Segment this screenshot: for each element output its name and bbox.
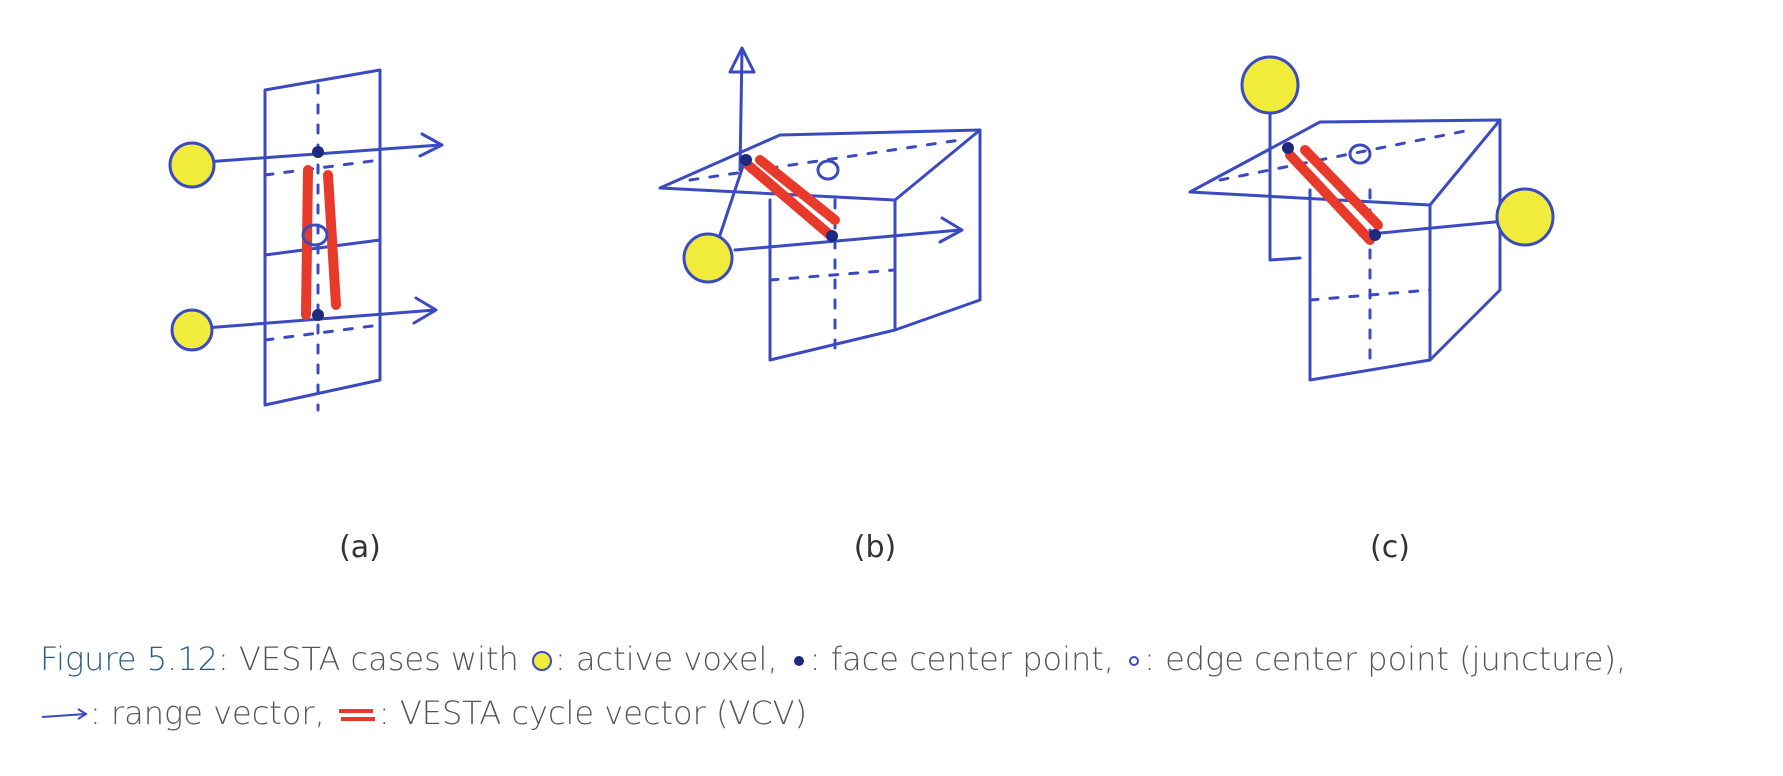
cube-front-face — [768, 198, 897, 362]
voxel-link — [713, 158, 747, 252]
sketch-panel-c — [1170, 30, 1590, 500]
face-center-point-side — [1369, 229, 1381, 241]
vcv-upper-stroke — [743, 160, 835, 240]
plane-dashed-top — [263, 158, 382, 177]
top-face-dashed — [688, 138, 962, 182]
range-vector — [733, 228, 962, 252]
cube-front-face — [1308, 188, 1432, 382]
active-voxel-top — [1240, 55, 1300, 115]
active-voxel-right — [1495, 187, 1555, 247]
sketch-b-drawing — [658, 46, 982, 362]
plane-outline — [263, 68, 382, 407]
active-voxel-top — [168, 141, 216, 189]
caption-intro: VESTA cases with — [228, 640, 529, 678]
range-vector-icon — [41, 708, 88, 720]
vcv-upper-stroke — [1285, 150, 1375, 245]
cube-right-face — [893, 128, 982, 332]
edge-center-point-icon — [1129, 656, 1140, 666]
front-face-dashed — [768, 268, 897, 282]
plane-mid-line — [263, 238, 382, 257]
active-voxel-icon — [531, 651, 552, 671]
caption-active-voxel: : active voxel, — [554, 640, 788, 678]
vcv-lower-stroke — [755, 155, 840, 225]
active-voxel — [682, 232, 734, 284]
subfigure-label-c: (c) — [1370, 530, 1410, 565]
range-vector-arrowhead — [938, 216, 964, 244]
edge-center-point — [816, 159, 840, 181]
vcv-right-stroke — [323, 170, 341, 310]
vertical-axis-arrowhead — [728, 46, 756, 74]
plane-dashed-bottom — [263, 323, 382, 342]
active-voxel-bottom — [170, 308, 214, 352]
caption-edge-center: : edge center point (juncture), — [1144, 640, 1627, 678]
subfigure-label-a: (a) — [339, 530, 381, 565]
top-face-dashed — [1218, 128, 1472, 182]
edge-center-point — [301, 223, 329, 247]
caption-vcv: : VESTA cycle vector (VCV) — [378, 694, 808, 732]
cube-right-face — [1428, 118, 1502, 362]
face-center-point-top — [740, 154, 752, 166]
sketch-panel-b — [658, 30, 1080, 500]
face-center-point-side — [826, 230, 838, 242]
figure-caption: Figure 5.12: VESTA cases with : active v… — [40, 632, 1760, 740]
face-center-point-icon — [793, 656, 804, 666]
face-center-point-top — [1282, 142, 1294, 154]
subfigure-label-b: (b) — [853, 530, 897, 565]
sketch-c-drawing — [1188, 55, 1555, 382]
caption-face-center: : face center point, — [809, 640, 1125, 678]
figure: (a) (b) (c) — [150, 30, 1590, 565]
vcv-lower-stroke — [1300, 145, 1383, 230]
range-vector-bottom-arrowhead — [412, 296, 438, 325]
vcv-icon — [338, 709, 375, 721]
face-center-point-top — [312, 146, 324, 158]
caption-range-vector: : range vector, — [90, 694, 335, 732]
sketch-a-drawing — [168, 68, 444, 412]
face-center-point-bottom — [312, 309, 324, 321]
right-voxel-link — [1358, 218, 1517, 237]
caption-figure-number: Figure 5.12: — [40, 640, 229, 678]
range-vector-top-arrowhead — [418, 132, 444, 158]
edge-center-point — [1348, 143, 1372, 165]
voxel-vertical-link — [1268, 78, 1302, 262]
vertical-axis — [738, 48, 744, 172]
sketch-panel-a — [150, 30, 570, 500]
